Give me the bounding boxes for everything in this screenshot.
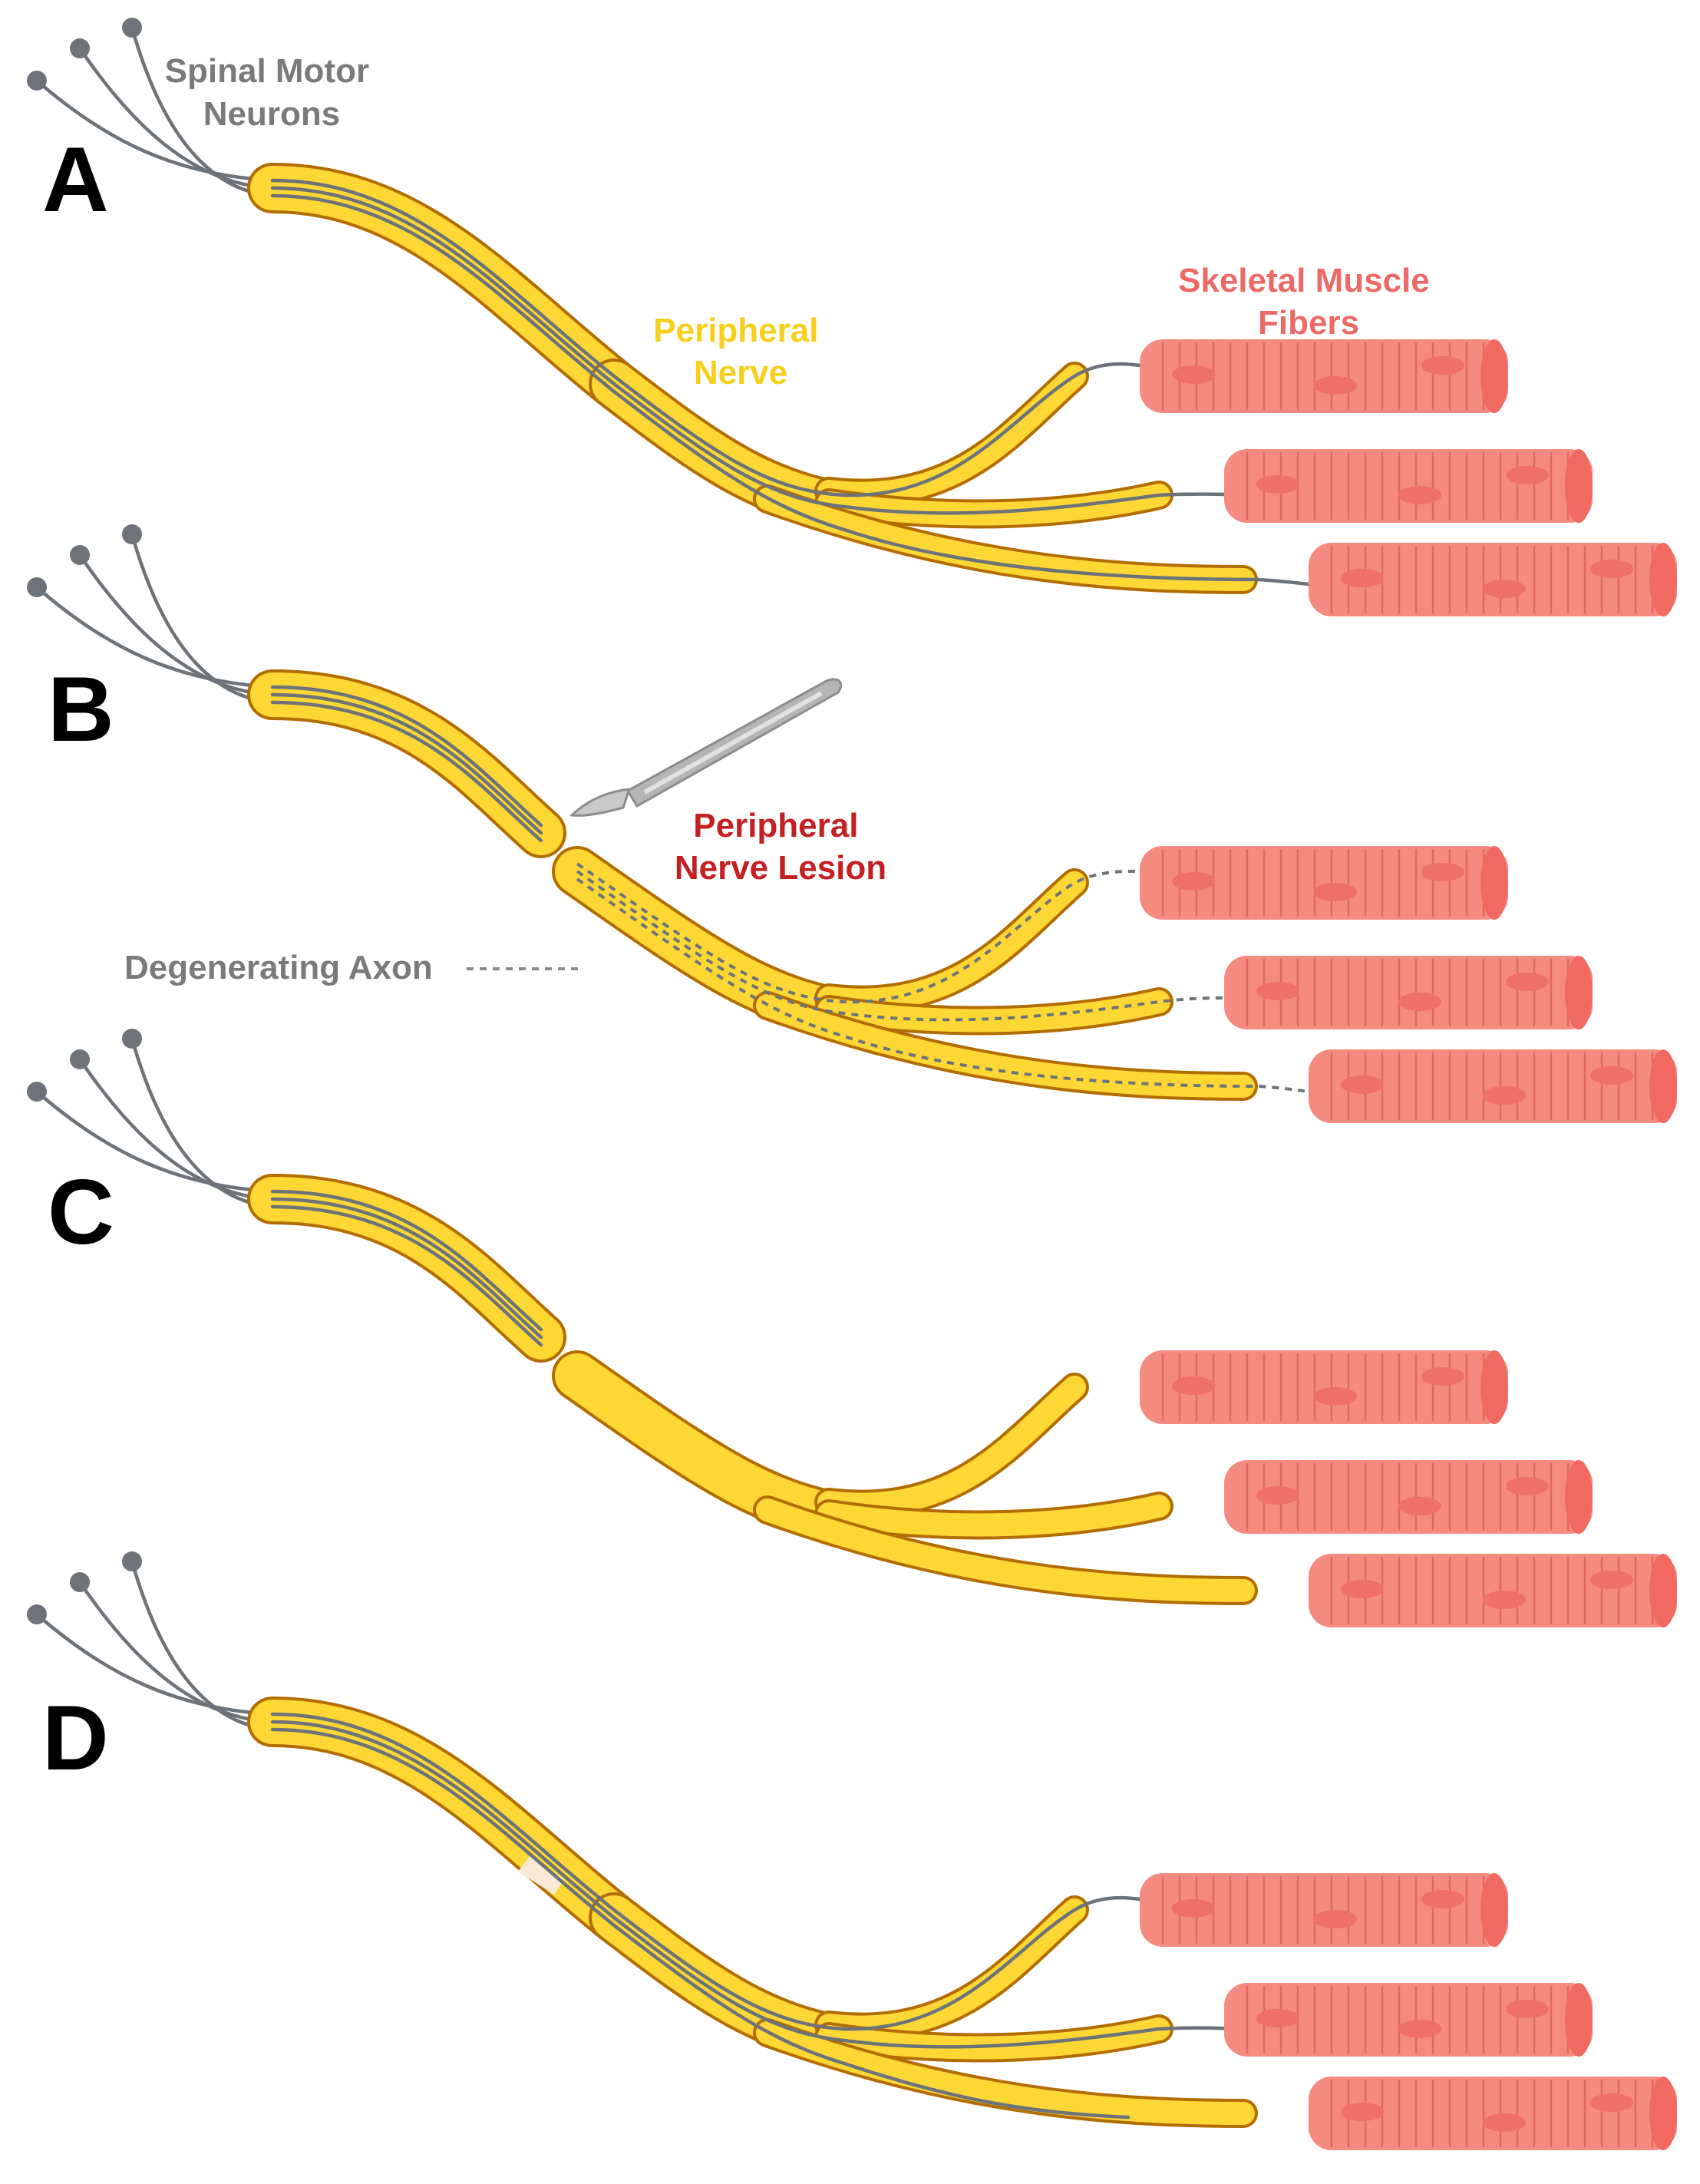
scalpel-icon xyxy=(569,678,843,817)
panel-b: B xyxy=(27,524,1679,1125)
panel-letter-c: C xyxy=(48,1161,114,1264)
label-degenerating-axon: Degenerating Axon xyxy=(124,949,433,986)
panel-letter-b: B xyxy=(48,658,114,761)
peripheral-nerve-proximal xyxy=(247,669,566,858)
muscle-fiber-icon xyxy=(1223,954,1594,1031)
muscle-fiber-icon xyxy=(1307,1552,1679,1629)
muscle-fiber-icon xyxy=(1223,1981,1594,2058)
muscle-fiber-icon xyxy=(1138,1872,1510,1948)
peripheral-nerve-distal xyxy=(552,1350,1258,1605)
label-spinal-motor-neurons: Spinal Motor Neurons xyxy=(165,52,379,133)
muscle-fiber-icon xyxy=(1138,1349,1510,1426)
muscle-fiber-icon xyxy=(1138,338,1510,415)
label-peripheral-nerve: Peripheral Nerve xyxy=(653,312,827,392)
label-skeletal-muscle-fibers: Skeletal Muscle Fibers xyxy=(1178,262,1439,342)
label-peripheral-nerve-lesion: Peripheral Nerve Lesion xyxy=(675,807,886,887)
peripheral-nerve-proximal xyxy=(247,1174,566,1363)
muscle-fiber-icon xyxy=(1307,541,1679,618)
panel-letter-a: A xyxy=(42,128,109,231)
panel-a: A Spinal Motor Neurons Peripheral Nerve … xyxy=(27,18,1679,618)
panel-c: C xyxy=(27,1029,1679,1629)
muscle-fiber-icon xyxy=(1223,448,1594,524)
muscle-fiber-icon xyxy=(1223,1459,1594,1535)
panel-letter-d: D xyxy=(42,1687,109,1789)
muscle-fiber-icon xyxy=(1307,1048,1679,1125)
muscle-fiber-icon xyxy=(1138,844,1510,921)
panel-d: D xyxy=(27,1551,1679,2152)
muscle-fiber-icon xyxy=(1307,2075,1679,2152)
peripheral-nerve-distal xyxy=(552,846,1309,1101)
